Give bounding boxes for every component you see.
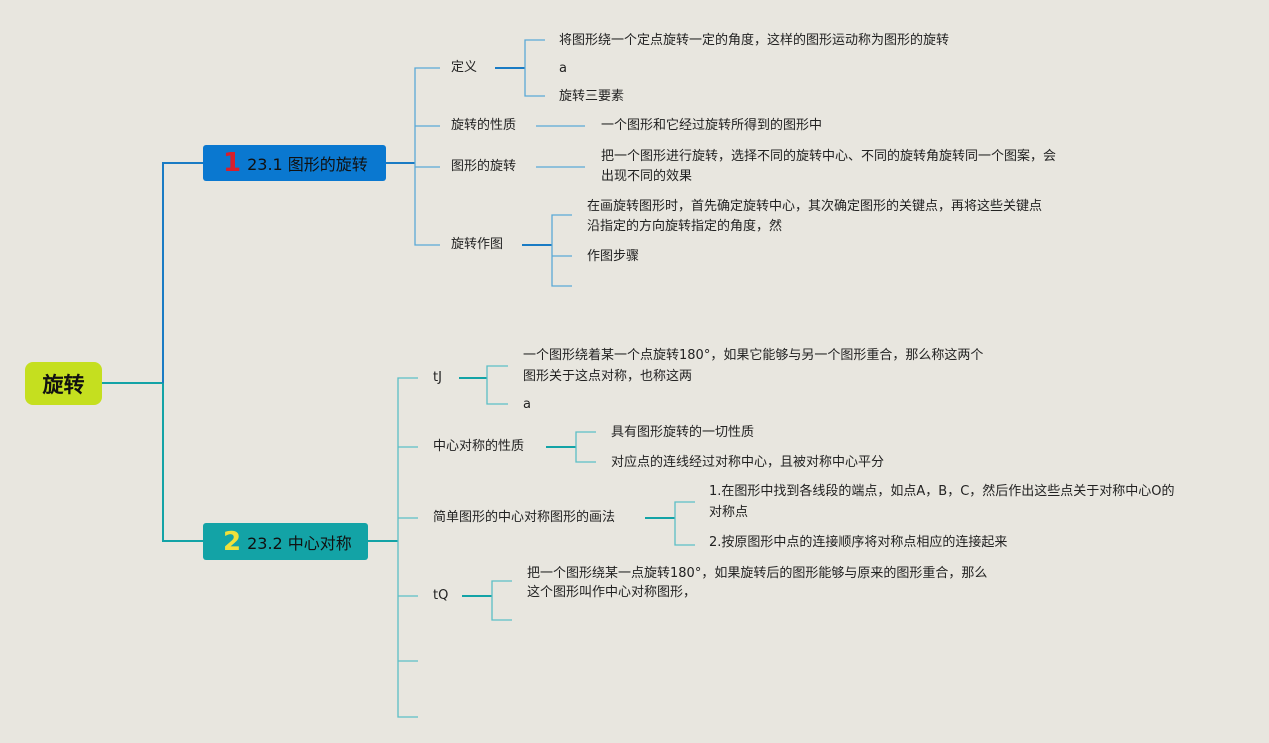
leaf[interactable]: a bbox=[559, 61, 567, 76]
leaf-continued: 沿指定的方向旋转指定的角度，然 bbox=[587, 219, 783, 234]
leaf[interactable]: 把一个图形绕某一点旋转180°，如果旋转后的图形能够与原来的图形重合，那么 bbox=[527, 566, 988, 581]
branch-label: 23.1 图形的旋转 bbox=[247, 155, 368, 174]
topic-rotation-drawing[interactable]: 旋转作图 bbox=[451, 237, 504, 252]
leaf[interactable]: 把一个图形进行旋转，选择不同的旋转中心、不同的旋转角旋转同一个图案，会 bbox=[601, 149, 1057, 164]
topic-figure-rotation[interactable]: 图形的旋转 bbox=[451, 159, 517, 174]
leaf[interactable]: 对应点的连线经过对称中心，且被对称中心平分 bbox=[611, 455, 885, 470]
topic-tj[interactable]: tJ bbox=[433, 370, 442, 385]
branch-number: 1 bbox=[223, 148, 242, 178]
leaf[interactable]: 旋转三要素 bbox=[559, 89, 625, 104]
leaf[interactable]: 在画旋转图形时，首先确定旋转中心，其次确定图形的关键点，再将这些关键点 bbox=[587, 199, 1043, 214]
topic-drawing-method[interactable]: 简单图形的中心对称图形的画法 bbox=[433, 510, 616, 525]
topic-rotation-properties[interactable]: 旋转的性质 bbox=[451, 118, 517, 133]
leaf[interactable]: a bbox=[523, 397, 531, 412]
topic-tq[interactable]: tQ bbox=[433, 588, 449, 603]
topic-definition[interactable]: 定义 bbox=[451, 60, 478, 75]
leaf[interactable]: 具有图形旋转的一切性质 bbox=[611, 425, 755, 440]
leaf-continued: 这个图形叫作中心对称图形， bbox=[527, 585, 697, 600]
root-label: 旋转 bbox=[42, 372, 85, 397]
leaf-continued: 对称点 bbox=[709, 505, 749, 520]
leaf[interactable]: 作图步骤 bbox=[587, 249, 640, 264]
branch-node-rotation[interactable]: 1 23.1 图形的旋转 bbox=[203, 145, 386, 181]
branch-node-central-symmetry[interactable]: 2 23.2 中心对称 bbox=[203, 523, 368, 560]
leaf[interactable]: 一个图形绕着某一个点旋转180°，如果它能够与另一个图形重合，那么称这两个 bbox=[523, 348, 984, 363]
root-node[interactable]: 旋转 bbox=[25, 362, 102, 405]
leaf-continued: 图形关于这点对称，也称这两 bbox=[523, 369, 693, 384]
branch-number: 2 bbox=[223, 526, 242, 557]
leaf[interactable]: 1.在图形中找到各线段的端点，如点A，B，C，然后作出这些点关于对称中心O的 bbox=[709, 484, 1175, 499]
leaf[interactable]: 一个图形和它经过旋转所得到的图形中 bbox=[601, 118, 823, 133]
leaf-continued: 出现不同的效果 bbox=[601, 169, 693, 184]
topic-central-symmetry-properties[interactable]: 中心对称的性质 bbox=[433, 439, 525, 454]
leaf[interactable]: 2.按原图形中点的连接顺序将对称点相应的连接起来 bbox=[709, 535, 1008, 550]
branch-label: 23.2 中心对称 bbox=[247, 533, 352, 553]
leaf[interactable]: 将图形绕一个定点旋转一定的角度，这样的图形运动称为图形的旋转 bbox=[559, 33, 950, 48]
